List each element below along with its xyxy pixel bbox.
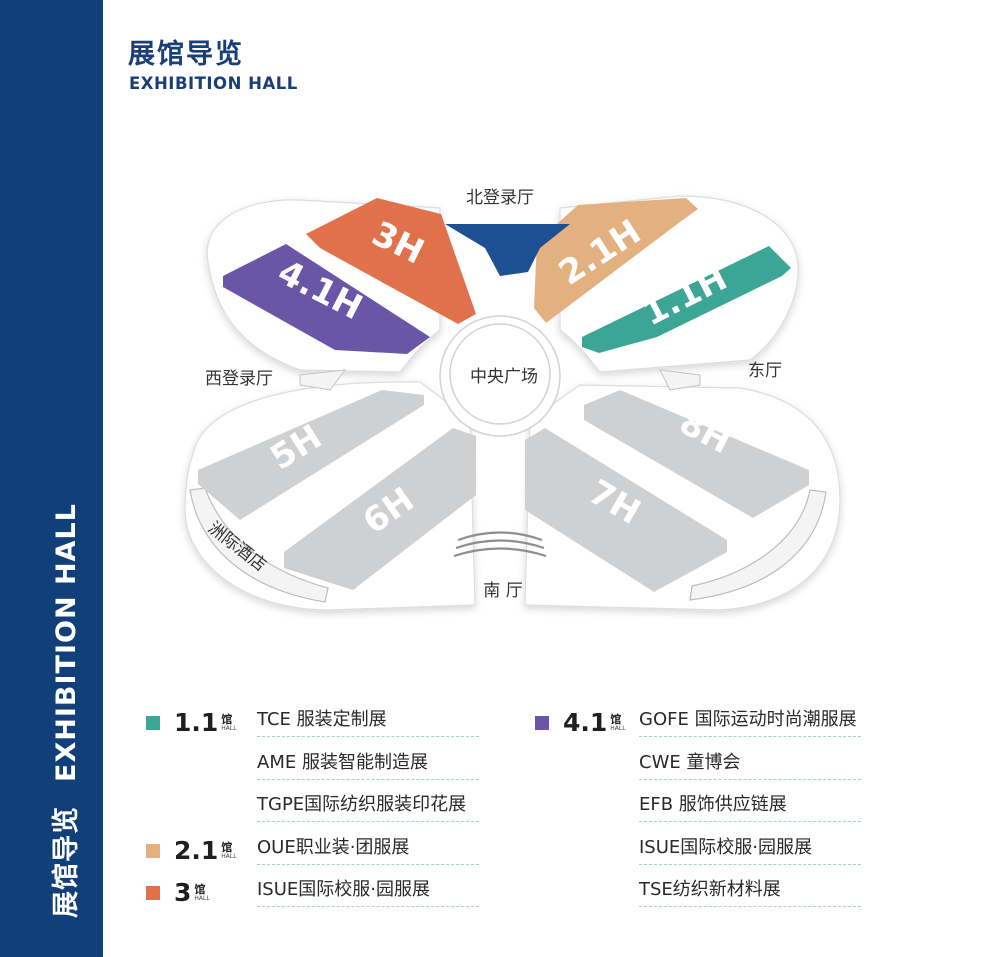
hall-3h[interactable] (306, 198, 476, 324)
legend-exhibition-item: OUE职业装·团服展 (257, 832, 479, 865)
legend-swatch (146, 716, 160, 730)
central-plaza-inner (449, 323, 551, 425)
legend-exhibition-item: TGPE国际纺织服装印花展 (257, 789, 479, 822)
legend-exhibition-item: TSE纺织新材料展 (639, 874, 861, 907)
legend-swatch (146, 886, 160, 900)
south-bridge (453, 531, 547, 558)
south-hall-label: 南 厅 (483, 581, 522, 601)
hall-1-1h[interactable] (582, 246, 791, 353)
legend-exhibition-item: ISUE国际校服·园服展 (257, 874, 479, 907)
legend-hall-char: 馆 (194, 883, 206, 896)
east-annex (689, 489, 827, 601)
legend-exhibition-item: AME 服装智能制造展 (257, 747, 479, 780)
legend-hall-number: 4.1 (563, 708, 608, 737)
hotel (189, 487, 329, 603)
page-title: 展馆导览 (128, 39, 244, 70)
legend-exhibition-item: CWE 童博会 (639, 747, 861, 780)
legend-hall-en: HALL (194, 895, 210, 902)
legend-exhibition-item: EFB 服饰供应链展 (639, 789, 861, 822)
west-lobby-label: 西登录厅 (205, 369, 273, 389)
venue-map: 3H 4.1H 2.1H 1.1H 5H 6H 7H 8H 北登录厅 西登录厅 … (184, 188, 841, 611)
hall-6h[interactable] (284, 428, 476, 590)
west-lobby-building (299, 369, 347, 391)
east-hall-label: 东厅 (748, 361, 782, 381)
legend-hall-en: HALL (610, 725, 626, 732)
legend-swatch (146, 843, 160, 858)
legend-swatch (535, 716, 549, 730)
legend-hall-number: 3 (174, 878, 192, 907)
page-subtitle: EXHIBITION HALL (129, 74, 298, 93)
legend-hall-en: HALL (221, 852, 237, 860)
legend-hall-char: 馆 (221, 713, 233, 726)
hall-8h[interactable] (584, 390, 809, 518)
east-hall-building (659, 369, 701, 391)
legend-hall-en: HALL (221, 725, 237, 732)
hall-2-1h[interactable] (534, 198, 698, 323)
legend-exhibition-item: GOFE 国际运动时尚潮服展 (639, 704, 861, 737)
north-lobby[interactable] (445, 224, 570, 276)
sidebar: 展馆导览EXHIBITION HALL (0, 0, 103, 957)
north-lobby-label: 北登录厅 (466, 188, 534, 208)
central-plaza-label: 中央广场 (470, 367, 538, 387)
hall-7h[interactable] (525, 428, 727, 592)
legend-hall-char: 馆 (221, 840, 233, 854)
legend-hall-number: 1.1 (174, 708, 219, 737)
legend-hall-char: 馆 (610, 713, 622, 726)
hall-4-1h[interactable] (223, 244, 430, 354)
legend-exhibition-item: ISUE国际校服·园服展 (639, 832, 861, 865)
legend-hall-number: 2.1 (174, 835, 219, 865)
hall-5h[interactable] (198, 390, 424, 520)
sidebar-title-cn: 展馆导览 (51, 806, 82, 918)
legend-exhibition-item: TCE 服装定制展 (257, 704, 479, 737)
